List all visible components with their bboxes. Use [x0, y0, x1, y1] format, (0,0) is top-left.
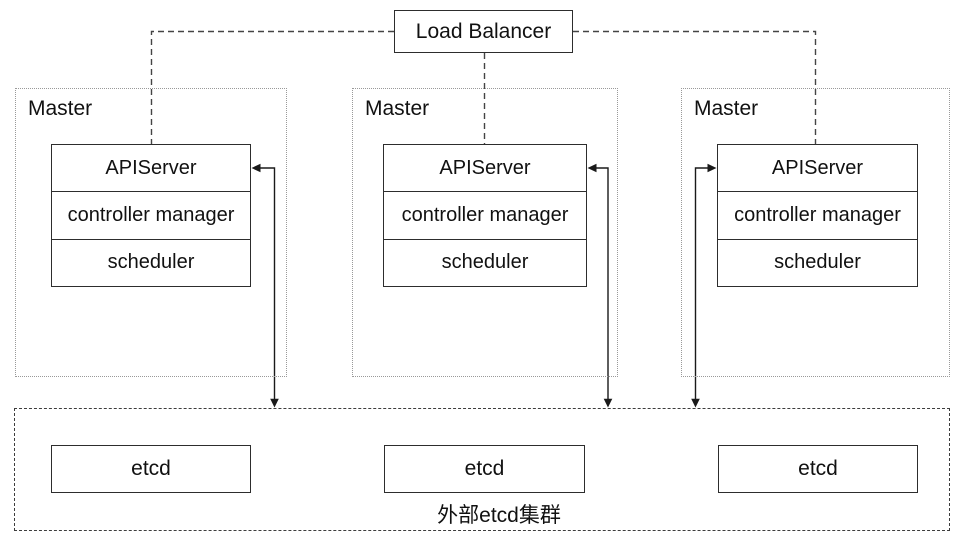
arrowhead-apiserver3-down	[691, 398, 700, 408]
master-2-container: Master	[352, 88, 618, 377]
master-1-apiserver-node: APIServer	[105, 156, 197, 179]
master-3-component-stack: APIServer controller manager scheduler	[717, 144, 918, 287]
master-3-label: Master	[694, 97, 759, 120]
master-1-label: Master	[28, 97, 93, 120]
master-1-component-stack: APIServer controller manager scheduler	[51, 144, 251, 287]
master-1-container: Master	[15, 88, 287, 377]
master-3-apiserver-node: APIServer	[771, 156, 864, 179]
arrowhead-apiserver2-down	[603, 398, 613, 408]
master-1-scheduler-node: scheduler	[52, 238, 250, 286]
arrowhead-apiserver1-down	[270, 398, 279, 408]
etcd-node-2: etcd	[384, 445, 585, 493]
master-2-label: Master	[365, 97, 430, 120]
etcd-node-1: etcd	[51, 445, 251, 493]
master-2-component-stack: APIServer controller manager scheduler	[383, 144, 587, 287]
master-2-apiserver-node: APIServer	[439, 156, 531, 179]
master-1-controller-manager-node: controller manager	[52, 191, 250, 238]
master-2-controller-manager-node: controller manager	[384, 191, 586, 238]
master-3-scheduler-node: scheduler	[718, 238, 917, 286]
master-3-controller-manager-node: controller manager	[718, 191, 917, 238]
master-3-container: Master	[681, 88, 950, 377]
etcd-cluster-label: 外部etcd集群	[437, 504, 561, 527]
load-balancer-node: Load Balancer	[394, 10, 573, 53]
etcd-node-3: etcd	[718, 445, 918, 493]
master-2-scheduler-node: scheduler	[384, 238, 586, 286]
etcd-cluster-container	[14, 408, 950, 531]
